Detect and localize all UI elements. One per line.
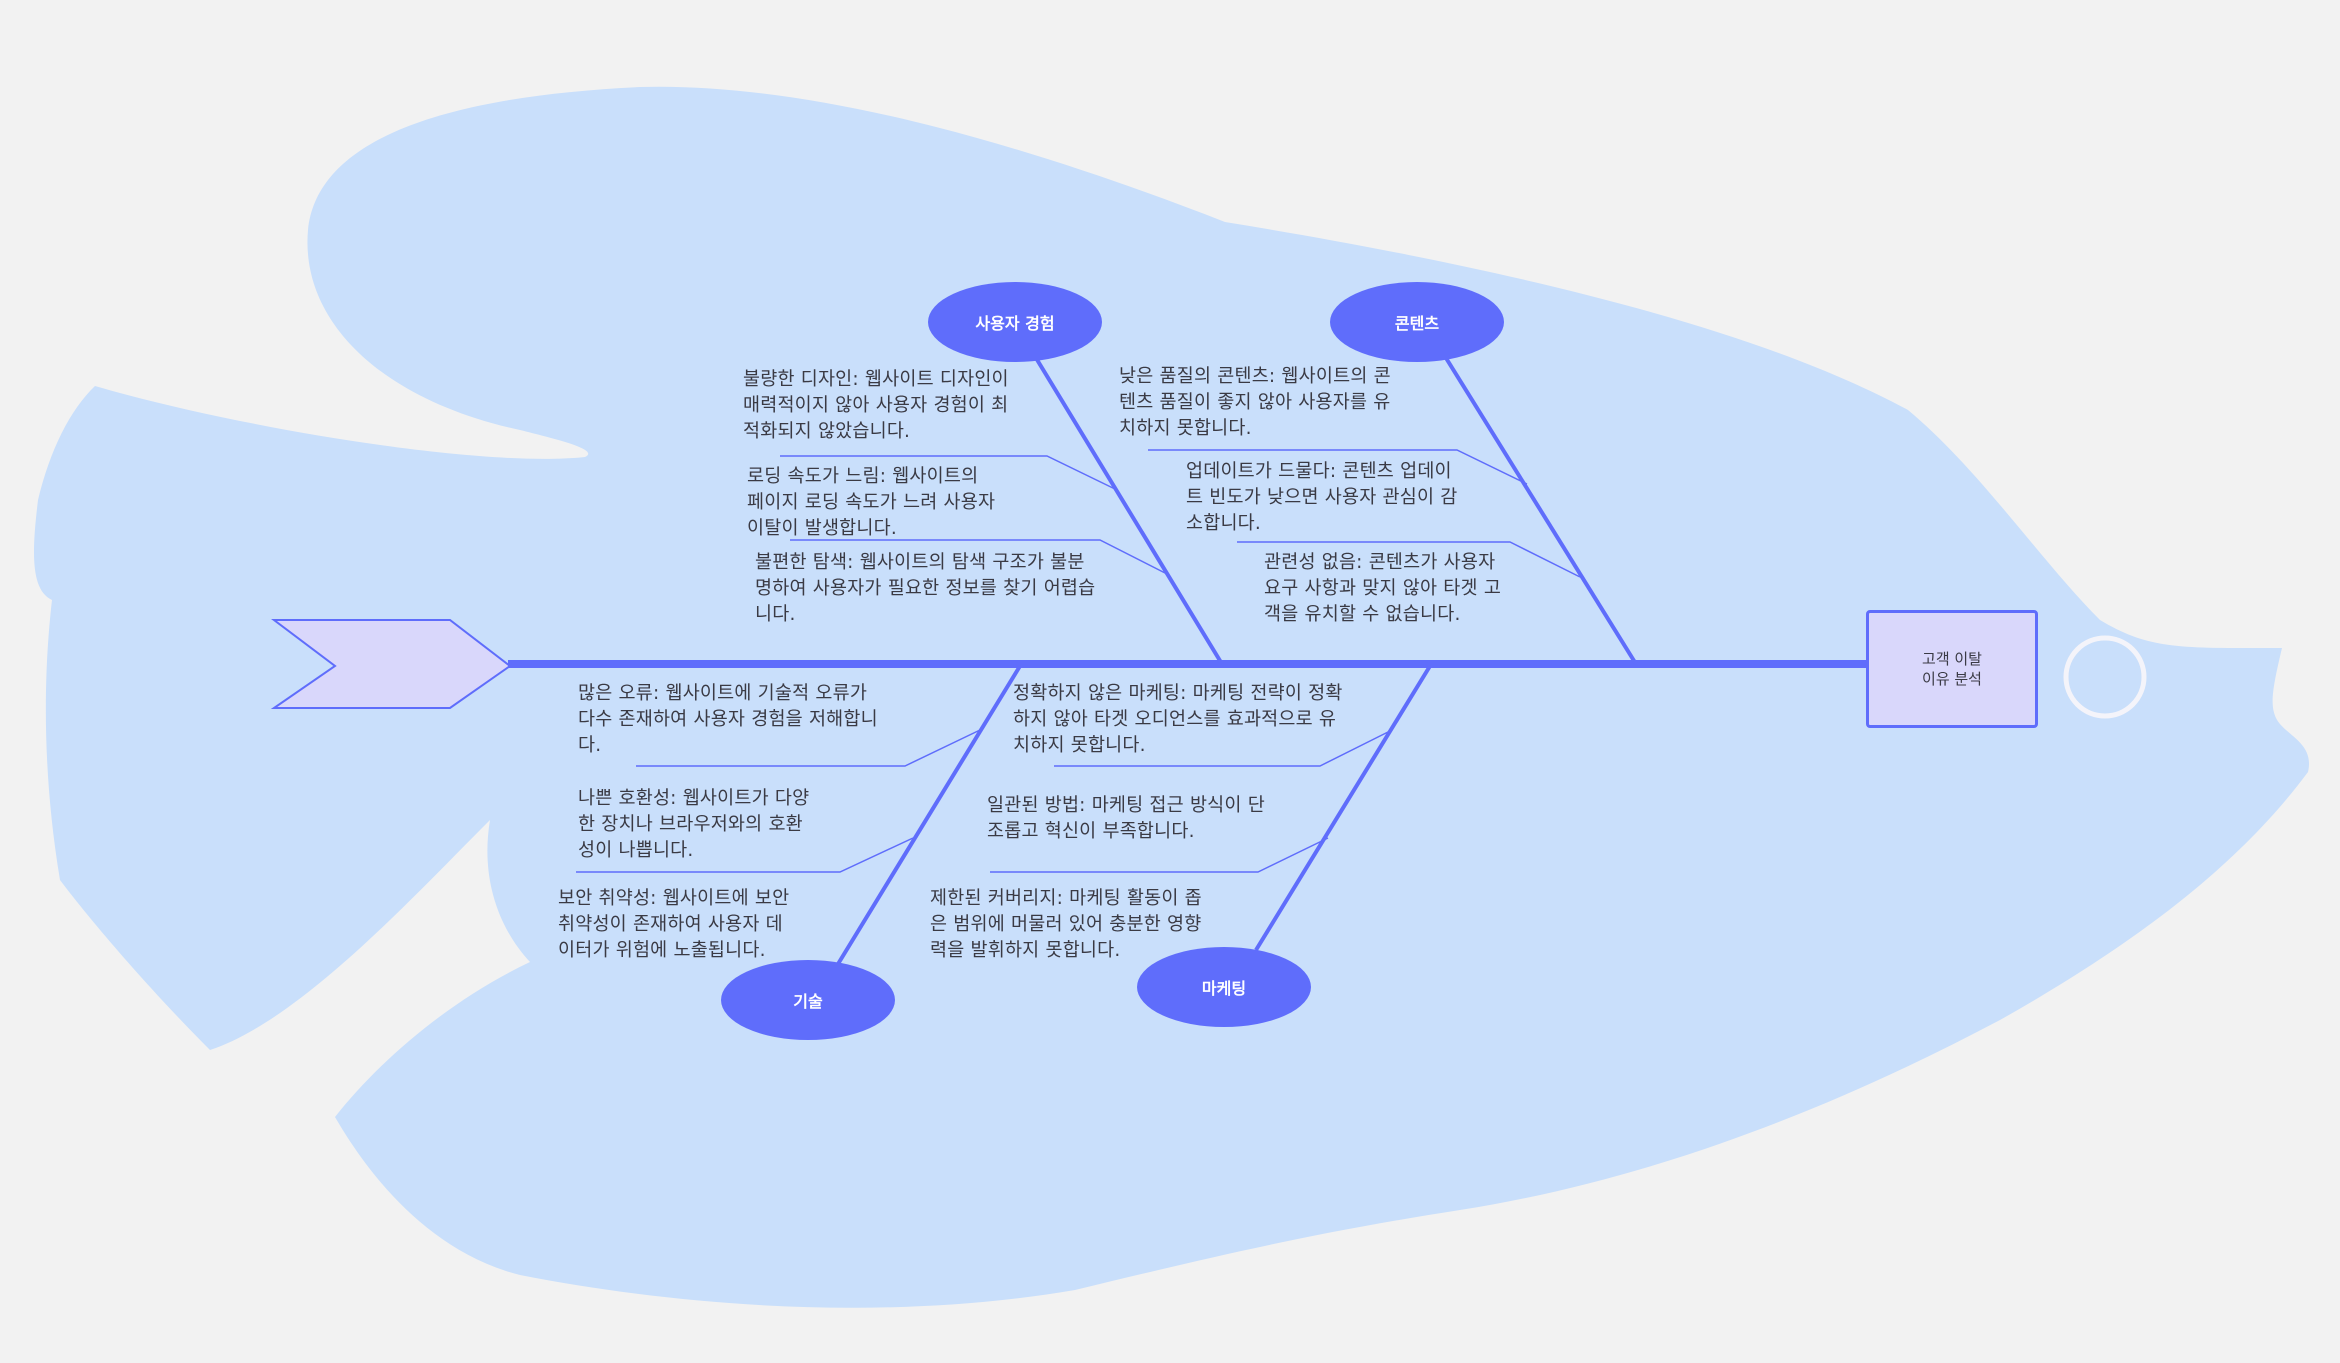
category-user-experience: 사용자 경험 <box>928 282 1102 362</box>
category-technology: 기술 <box>721 960 895 1040</box>
sub-bone-marketing-2 <box>990 837 1329 873</box>
cause-tech-2: 나쁜 호환성: 웹사이트가 다양 한 장치나 브라우저와의 호환 성이 나쁩니다… <box>578 788 810 861</box>
sub-bone-content-2 <box>1148 449 1528 485</box>
sub-bone-ux-2 <box>780 455 1118 491</box>
cause-marketing-3: 제한된 커버리지: 마케팅 활동이 좁 은 범위에 머물러 있어 충분한 영향 … <box>930 888 1202 961</box>
cause-ux-1: 불량한 디자인: 웹사이트 디자인이 매력적이지 않아 사용자 경험이 최 적화… <box>743 369 1009 442</box>
cause-ux-3: 불편한 탐색: 웹사이트의 탐색 구조가 불분 명하여 사용자가 필요한 정보를… <box>755 552 1096 625</box>
fish-eye <box>2063 635 2147 719</box>
problem-label: 고객 이탈 이유 분석 <box>1922 650 1982 688</box>
bone-user-experience <box>1034 356 1224 666</box>
cause-content-2: 업데이트가 드물다: 콘텐츠 업데이 트 빈도가 낮으면 사용자 관심이 감 소… <box>1186 461 1458 534</box>
sub-bone-tech-1 <box>636 729 981 767</box>
cause-tech-3: 보안 취약성: 웹사이트에 보안 취약성이 존재하여 사용자 데 이터가 위험에… <box>558 888 790 961</box>
cause-tech-1: 많은 오류: 웹사이트에 기술적 오류가 다수 존재하여 사용자 경험을 저해합… <box>578 683 878 756</box>
problem-head-box: 고객 이탈 이유 분석 <box>1866 610 2038 728</box>
category-content: 콘텐츠 <box>1330 282 1504 362</box>
cause-content-1: 낮은 품질의 콘텐츠: 웹사이트의 콘 텐츠 품질이 좋지 않아 사용자를 유 … <box>1119 366 1391 439</box>
fish-body-shape <box>33 86 2310 1308</box>
category-marketing: 마케팅 <box>1137 947 1311 1027</box>
cause-marketing-2: 일관된 방법: 마케팅 접근 방식이 단 조롭고 혁신이 부족합니다. <box>987 795 1265 842</box>
cause-content-3: 관련성 없음: 콘텐츠가 사용자 요구 사항과 맞지 않아 타겟 고 객을 유치… <box>1264 552 1502 625</box>
fish-tail-shape <box>270 619 512 709</box>
cause-ux-2: 로딩 속도가 느림: 웹사이트의 페이지 로딩 속도가 느려 사용자 이탈이 발… <box>747 466 996 539</box>
bone-marketing <box>1254 664 1432 952</box>
sub-bone-marketing-1 <box>1054 729 1393 767</box>
sub-bone-ux-3 <box>790 539 1168 575</box>
bone-content <box>1444 356 1638 666</box>
sub-bone-content-3 <box>1237 541 1581 578</box>
cause-marketing-1: 정확하지 않은 마케팅: 마케팅 전략이 정확 하지 않아 타겟 오디언스를 효… <box>1013 683 1343 756</box>
bone-technology <box>836 664 1022 966</box>
sub-bone-tech-2 <box>576 837 914 873</box>
